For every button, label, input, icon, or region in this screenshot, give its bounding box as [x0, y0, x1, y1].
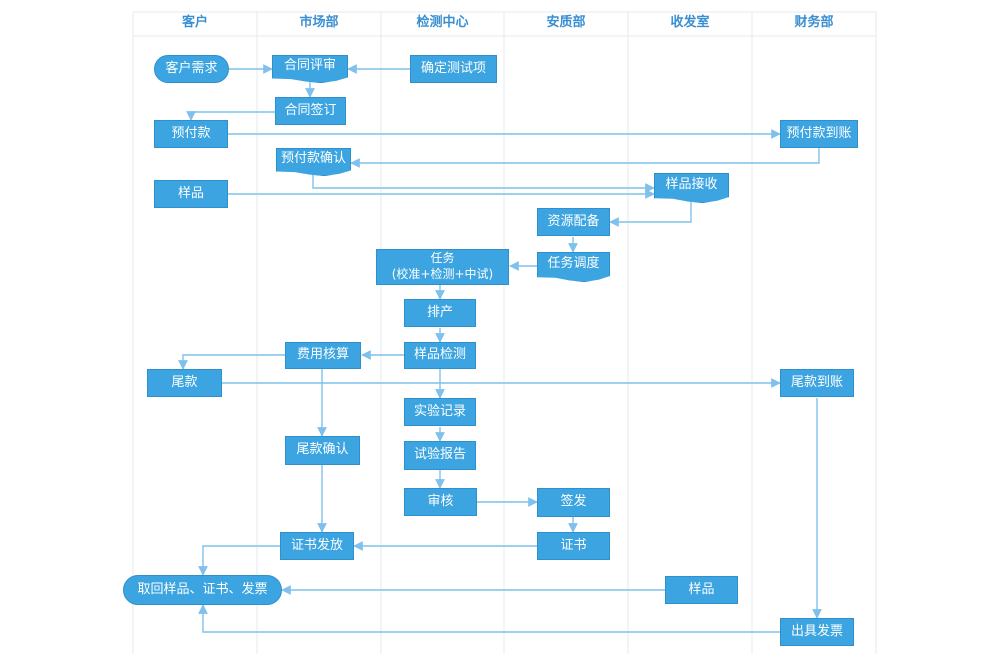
node-test-report[interactable]: 试验报告: [404, 441, 476, 470]
node-cost-accounting[interactable]: 费用核算: [285, 342, 361, 369]
node-task-title: 任务: [430, 251, 455, 266]
lane-header-mailroom: 收发室: [670, 15, 710, 30]
edge-fafang-to-quhui: [198, 545, 280, 576]
node-sample-mailroom[interactable]: 样品: [665, 576, 738, 604]
node-issue[interactable]: 签发: [537, 488, 610, 517]
node-final-payment-received[interactable]: 尾款到账: [780, 369, 854, 397]
node-invoice-issue[interactable]: 出具发票: [780, 618, 854, 646]
edge-queren-to-jieshou: [312, 172, 655, 193]
node-prepayment[interactable]: 预付款: [154, 120, 228, 148]
lane-header-marketing: 市场部: [299, 15, 339, 30]
node-contract-signing[interactable]: 合同签订: [275, 97, 346, 125]
edge-jieshou-to-peibei: [609, 200, 692, 227]
node-scheduling[interactable]: 排产: [404, 299, 476, 327]
node-task[interactable]: 任务 (校准+检测+中试): [376, 249, 509, 285]
node-task-subtitle: (校准+检测+中试): [391, 267, 494, 281]
edge-fapiao-to-quhui: [198, 604, 780, 633]
node-sample-receipt[interactable]: 样品接收: [654, 173, 729, 203]
node-customer-request[interactable]: 客户需求: [154, 55, 229, 83]
edge-qianding-to-yufukuan: [186, 111, 275, 121]
node-retrieve-items[interactable]: 取回样品、证书、发票: [123, 575, 282, 605]
edge-hesuan-to-weikuan: [178, 354, 285, 370]
lane-header-customer: 客户: [181, 15, 208, 30]
node-certificate-distribution[interactable]: 证书发放: [280, 532, 354, 560]
node-review[interactable]: 审核: [404, 488, 477, 516]
node-resource-allocation[interactable]: 资源配备: [537, 208, 610, 236]
node-certificate[interactable]: 证书: [537, 532, 610, 560]
lane-header-testing-center: 检测中心: [416, 15, 469, 30]
lane-header-finance: 财务部: [794, 15, 834, 30]
node-contract-review[interactable]: 合同评审: [272, 55, 348, 83]
node-final-payment[interactable]: 尾款: [147, 369, 222, 397]
lane-header-quality: 安质部: [546, 15, 586, 30]
node-sample-testing[interactable]: 样品检测: [404, 342, 476, 369]
node-final-payment-confirm[interactable]: 尾款确认: [285, 436, 360, 465]
node-determine-test-items[interactable]: 确定测试项: [410, 55, 497, 83]
node-prepayment-confirm[interactable]: 预付款确认: [276, 148, 351, 176]
node-experiment-record[interactable]: 实验记录: [404, 398, 476, 426]
edge-daozhang-to-queren: [350, 148, 820, 168]
node-prepayment-received[interactable]: 预付款到账: [780, 120, 858, 148]
node-sample-customer[interactable]: 样品: [154, 180, 228, 208]
node-task-dispatch[interactable]: 任务调度: [537, 252, 610, 282]
